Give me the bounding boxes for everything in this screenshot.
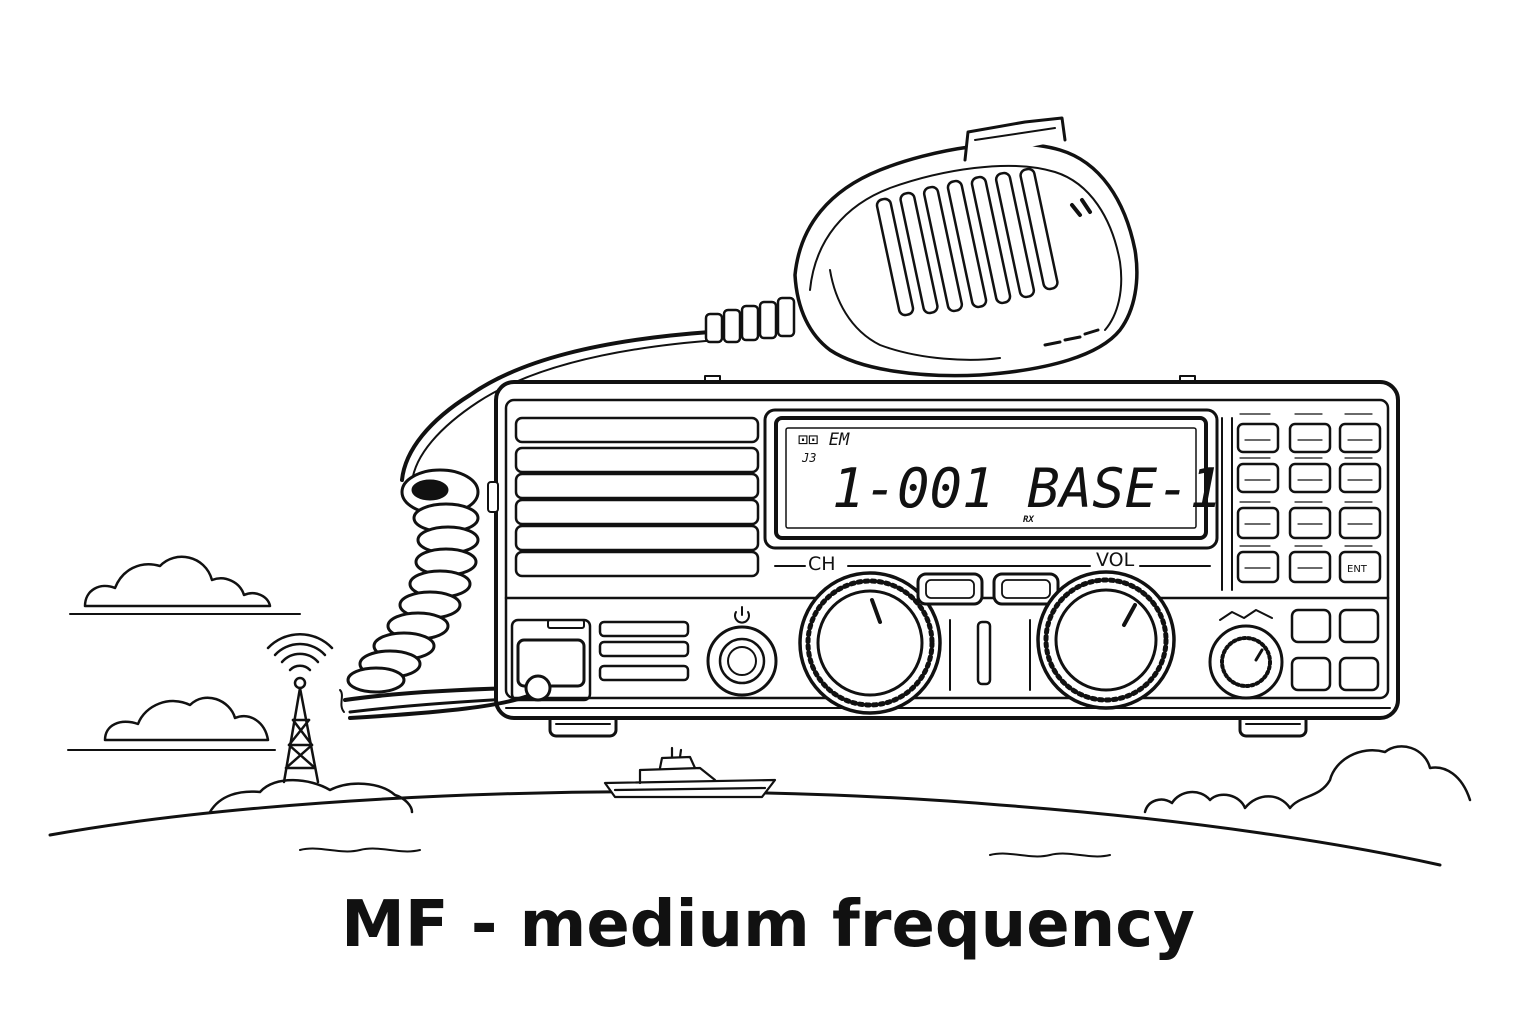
keypad-enter-label: ENT xyxy=(1347,564,1368,575)
keypad xyxy=(1236,422,1382,584)
radio-tower-icon xyxy=(266,633,334,784)
channel-label: CH xyxy=(808,553,836,575)
lcd-status-text: ⊡⊡ EM xyxy=(798,430,850,450)
caption-title: MF - medium frequency xyxy=(341,888,1195,962)
lcd-channel-text: 1-001 BASE-1 xyxy=(832,457,1222,520)
volume-knob xyxy=(1036,570,1176,710)
horizon xyxy=(48,790,1442,867)
cloud-icon xyxy=(1143,745,1472,814)
cloud-icon xyxy=(67,696,276,751)
ship-icon xyxy=(603,746,777,799)
cloud-icon xyxy=(69,555,301,615)
radio-transceiver-icon xyxy=(348,375,1400,738)
lcd-mode-text: J3 xyxy=(801,451,816,465)
lcd-rx-indicator: RX xyxy=(1023,515,1034,525)
volume-label: VOL xyxy=(1096,549,1135,571)
speaker-grille xyxy=(514,416,760,578)
squelch-knob xyxy=(1208,609,1284,700)
microphone-cord xyxy=(339,330,719,714)
channel-knob xyxy=(798,571,942,715)
hand-microphone-icon xyxy=(704,116,1139,378)
power-icon xyxy=(706,606,778,697)
